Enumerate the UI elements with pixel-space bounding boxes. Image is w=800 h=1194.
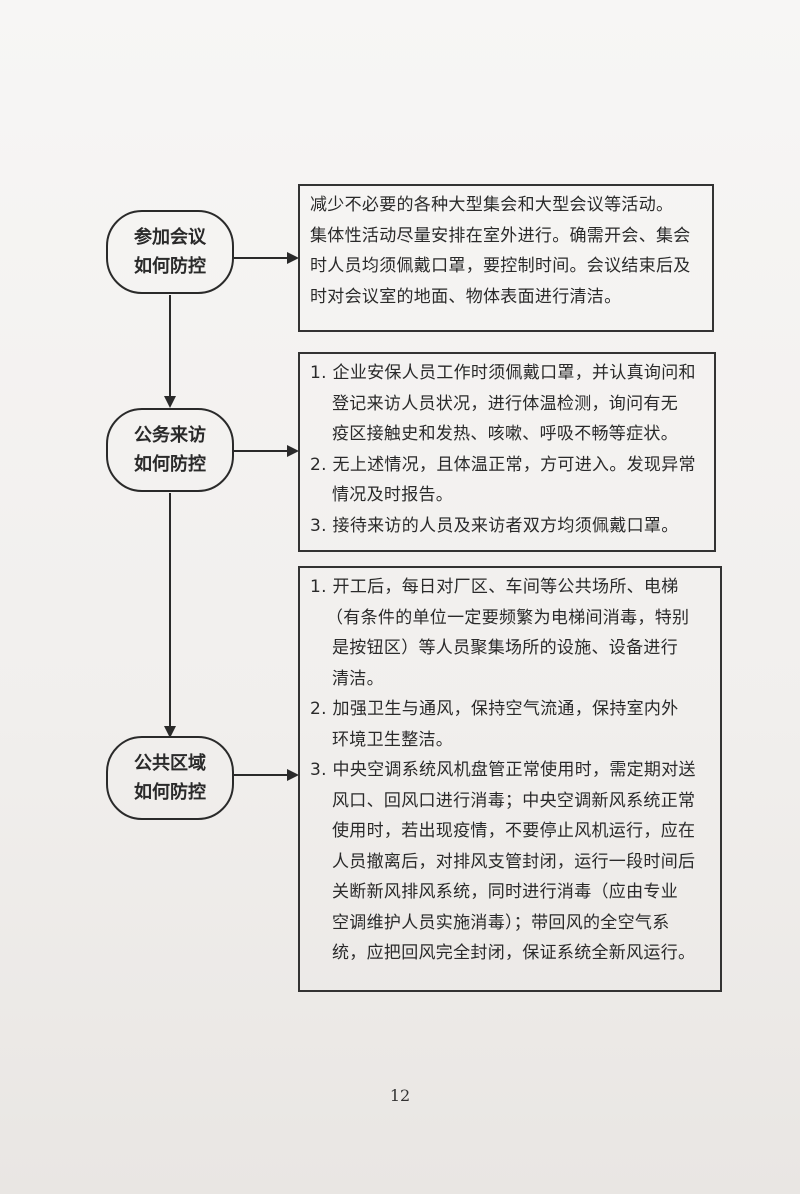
- box-text-line: （有条件的单位一定要频繁为电梯间消毒，特别: [326, 607, 690, 628]
- box-text-line: 空调维护人员实施消毒）；带回风的全空气系: [332, 912, 670, 933]
- node-label-line1: 公共区域: [134, 753, 206, 774]
- node-visit: 公务来访 如何防控: [106, 408, 234, 492]
- box-visit: 1. 企业安保人员工作时须佩戴口罩，并认真询问和 登记来访人员状况，进行体温检测…: [298, 352, 716, 552]
- arrow-right-icon: [287, 252, 299, 264]
- node-meeting: 参加会议 如何防控: [106, 210, 234, 294]
- box-text-line: 2. 无上述情况，且体温正常，方可进入。发现异常: [310, 454, 696, 475]
- box-text-line: 关断新风排风系统，同时进行消毒（应由专业: [332, 882, 678, 902]
- connector-node3-box3: [234, 774, 290, 776]
- box-text-line: 登记来访人员状况，进行体温检测，询问有无: [332, 393, 678, 414]
- arrow-down-icon: [164, 726, 176, 738]
- node-public-area: 公共区域 如何防控: [106, 736, 234, 820]
- box-text-line: 集体性活动尽量安排在室外进行。确需开会、集会: [310, 225, 691, 246]
- box-text-line: 清洁。: [332, 668, 384, 689]
- box-text-line: 时对会议室的地面、物体表面进行清洁。: [310, 286, 622, 307]
- box-text-line: 情况及时报告。: [332, 485, 454, 505]
- connector-node1-node2: [169, 295, 171, 402]
- box-public-area: 1. 开工后，每日对厂区、车间等公共场所、电梯 （有条件的单位一定要频繁为电梯间…: [298, 566, 722, 992]
- box-text-line: 3. 接待来访的人员及来访者双方均须佩戴口罩。: [310, 515, 679, 536]
- connector-node2-box2: [234, 450, 290, 452]
- page-number: 12: [389, 1086, 411, 1105]
- node-label-line1: 参加会议: [134, 227, 206, 248]
- box-text-line: 1. 企业安保人员工作时须佩戴口罩，并认真询问和: [310, 363, 696, 383]
- box-text-line: 环境卫生整洁。: [332, 729, 454, 750]
- box-text-line: 风口、回风口进行消毒；中央空调新风系统正常: [332, 790, 696, 811]
- box-text-line: 1. 开工后，每日对厂区、车间等公共场所、电梯: [310, 577, 679, 597]
- box-text-line: 减少不必要的各种大型集会和大型会议等活动。: [310, 195, 674, 215]
- box-text-line: 使用时，若出现疫情，不要停止风机运行，应在: [332, 821, 696, 841]
- connector-node1-box1: [234, 257, 290, 259]
- box-text-line: 统，应把回风完全封闭，保证系统全新风运行。: [332, 943, 696, 963]
- arrow-down-icon: [164, 396, 176, 408]
- box-text-line: 2. 加强卫生与通风，保持空气流通，保持室内外: [310, 699, 679, 719]
- box-text-line: 疫区接触史和发热、咳嗽、呼吸不畅等症状。: [332, 424, 678, 444]
- node-label-line2: 如何防控: [134, 256, 206, 277]
- box-text-line: 人员撤离后，对排风支管封闭，运行一段时间后: [332, 851, 696, 872]
- box-text-line: 是按钮区）等人员聚集场所的设施、设备进行: [332, 638, 678, 658]
- box-text-line: 时人员均须佩戴口罩，要控制时间。会议结束后及: [310, 256, 691, 276]
- arrow-right-icon: [287, 769, 299, 781]
- node-label-line2: 如何防控: [134, 454, 206, 475]
- box-meeting: 减少不必要的各种大型集会和大型会议等活动。 集体性活动尽量安排在室外进行。确需开…: [298, 184, 714, 332]
- node-label-line1: 公务来访: [134, 425, 206, 446]
- connector-node2-node3: [169, 493, 171, 731]
- node-label-line2: 如何防控: [134, 782, 206, 803]
- arrow-right-icon: [287, 445, 299, 457]
- box-text-line: 3. 中央空调系统风机盘管正常使用时，需定期对送: [310, 760, 696, 780]
